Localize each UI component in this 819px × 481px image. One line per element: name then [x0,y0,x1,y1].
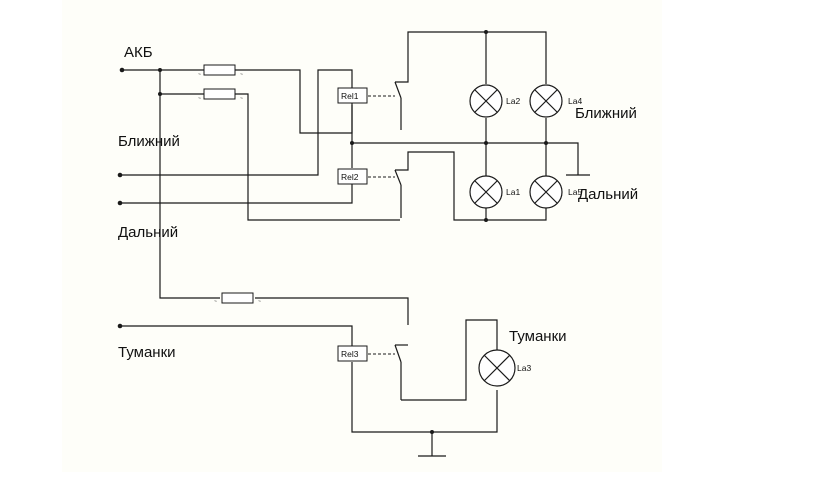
lamp-label-la5: La5 [568,187,582,197]
junction-ground [430,430,434,434]
lamp-label-la2: La2 [506,96,520,106]
wire-battery-bus [159,70,220,299]
fuse-3-pin-b: ~ [258,299,261,305]
wire-tumanki-control [120,325,353,347]
fuse-2-pin-b: ~ [240,96,243,102]
lamp-label-la1: La1 [506,187,520,197]
junction-mid-rail-la [484,141,488,145]
lamp-label-la4: La4 [568,96,582,106]
wire-rel3-to-la3 [401,319,498,401]
wire-rel2-to-bottom-rail [395,151,547,221]
relay-label-rel3: Rel3 [341,349,359,359]
junction-mid-rail-right [544,141,548,145]
junction-mid-rail-left [350,141,354,145]
fuse-2-pin-a: ~ [198,96,201,102]
fuses: ~ ~ ~ ~ ~ ~ [198,64,261,305]
wire-fog-fuse-out [255,297,409,325]
wire-rel1-to-top-rail [395,31,547,84]
junction-akb [158,68,162,72]
terminal-blizhniy [117,172,123,178]
fuse-3-pin-a: ~ [214,299,217,305]
wire-blizhniy-control [120,69,353,176]
fuse-1-pin-a: ~ [198,72,201,78]
labels: АКБ Ближний Дальний Туманки Ближний Даль… [118,44,638,361]
fuse-1-pin-b: ~ [240,72,243,78]
lamp-la3 [478,349,516,387]
junction-akb-2 [158,92,162,96]
terminal-dalniy [117,200,123,206]
lamp-label-la3: La3 [517,363,531,373]
relays: Rel1 Rel2 Rel3 [337,87,368,362]
label-tumanki-input: Туманки [118,344,176,361]
wire-ground-return [351,362,498,433]
label-tumanki-lamp: Туманки [509,328,567,345]
label-akb: АКБ [124,44,153,61]
fuse-2 [203,88,236,100]
lamps: La2 La4 La1 La5 La3 [469,84,582,387]
relay-box-2 [337,168,368,185]
drawing-sheet [62,0,662,472]
fuse-3 [221,292,254,304]
lamp-la2 [469,84,503,118]
fuse-1 [203,64,236,76]
lamp-la1 [469,175,503,209]
rel2-contact-blade [394,169,402,186]
relay-box-3 [337,345,368,362]
lamp-la4 [529,84,563,118]
wire-dalniy-control [120,184,353,204]
relay-box-1 [337,87,368,104]
lamp-la5 [529,175,563,209]
label-dalniy-lamps: Дальний [578,186,638,203]
terminal-tumanki [117,323,123,329]
junction-top-rail [484,30,488,34]
rel1-contact-blade [394,81,402,99]
relay-label-rel2: Rel2 [341,172,359,182]
wire-mid-rail [352,142,579,175]
relay-label-rel1: Rel1 [341,91,359,101]
terminal-akb [119,67,125,73]
junctions [117,30,548,434]
junction-bottom-rail [484,218,488,222]
label-blizhniy-input: Ближний [118,133,180,150]
label-dalniy-input: Дальний [118,224,178,241]
label-blizhniy-lamps: Ближний [575,105,637,122]
rel3-contact-blade [394,344,402,363]
wire-battery-dalniy-contact [160,93,400,221]
